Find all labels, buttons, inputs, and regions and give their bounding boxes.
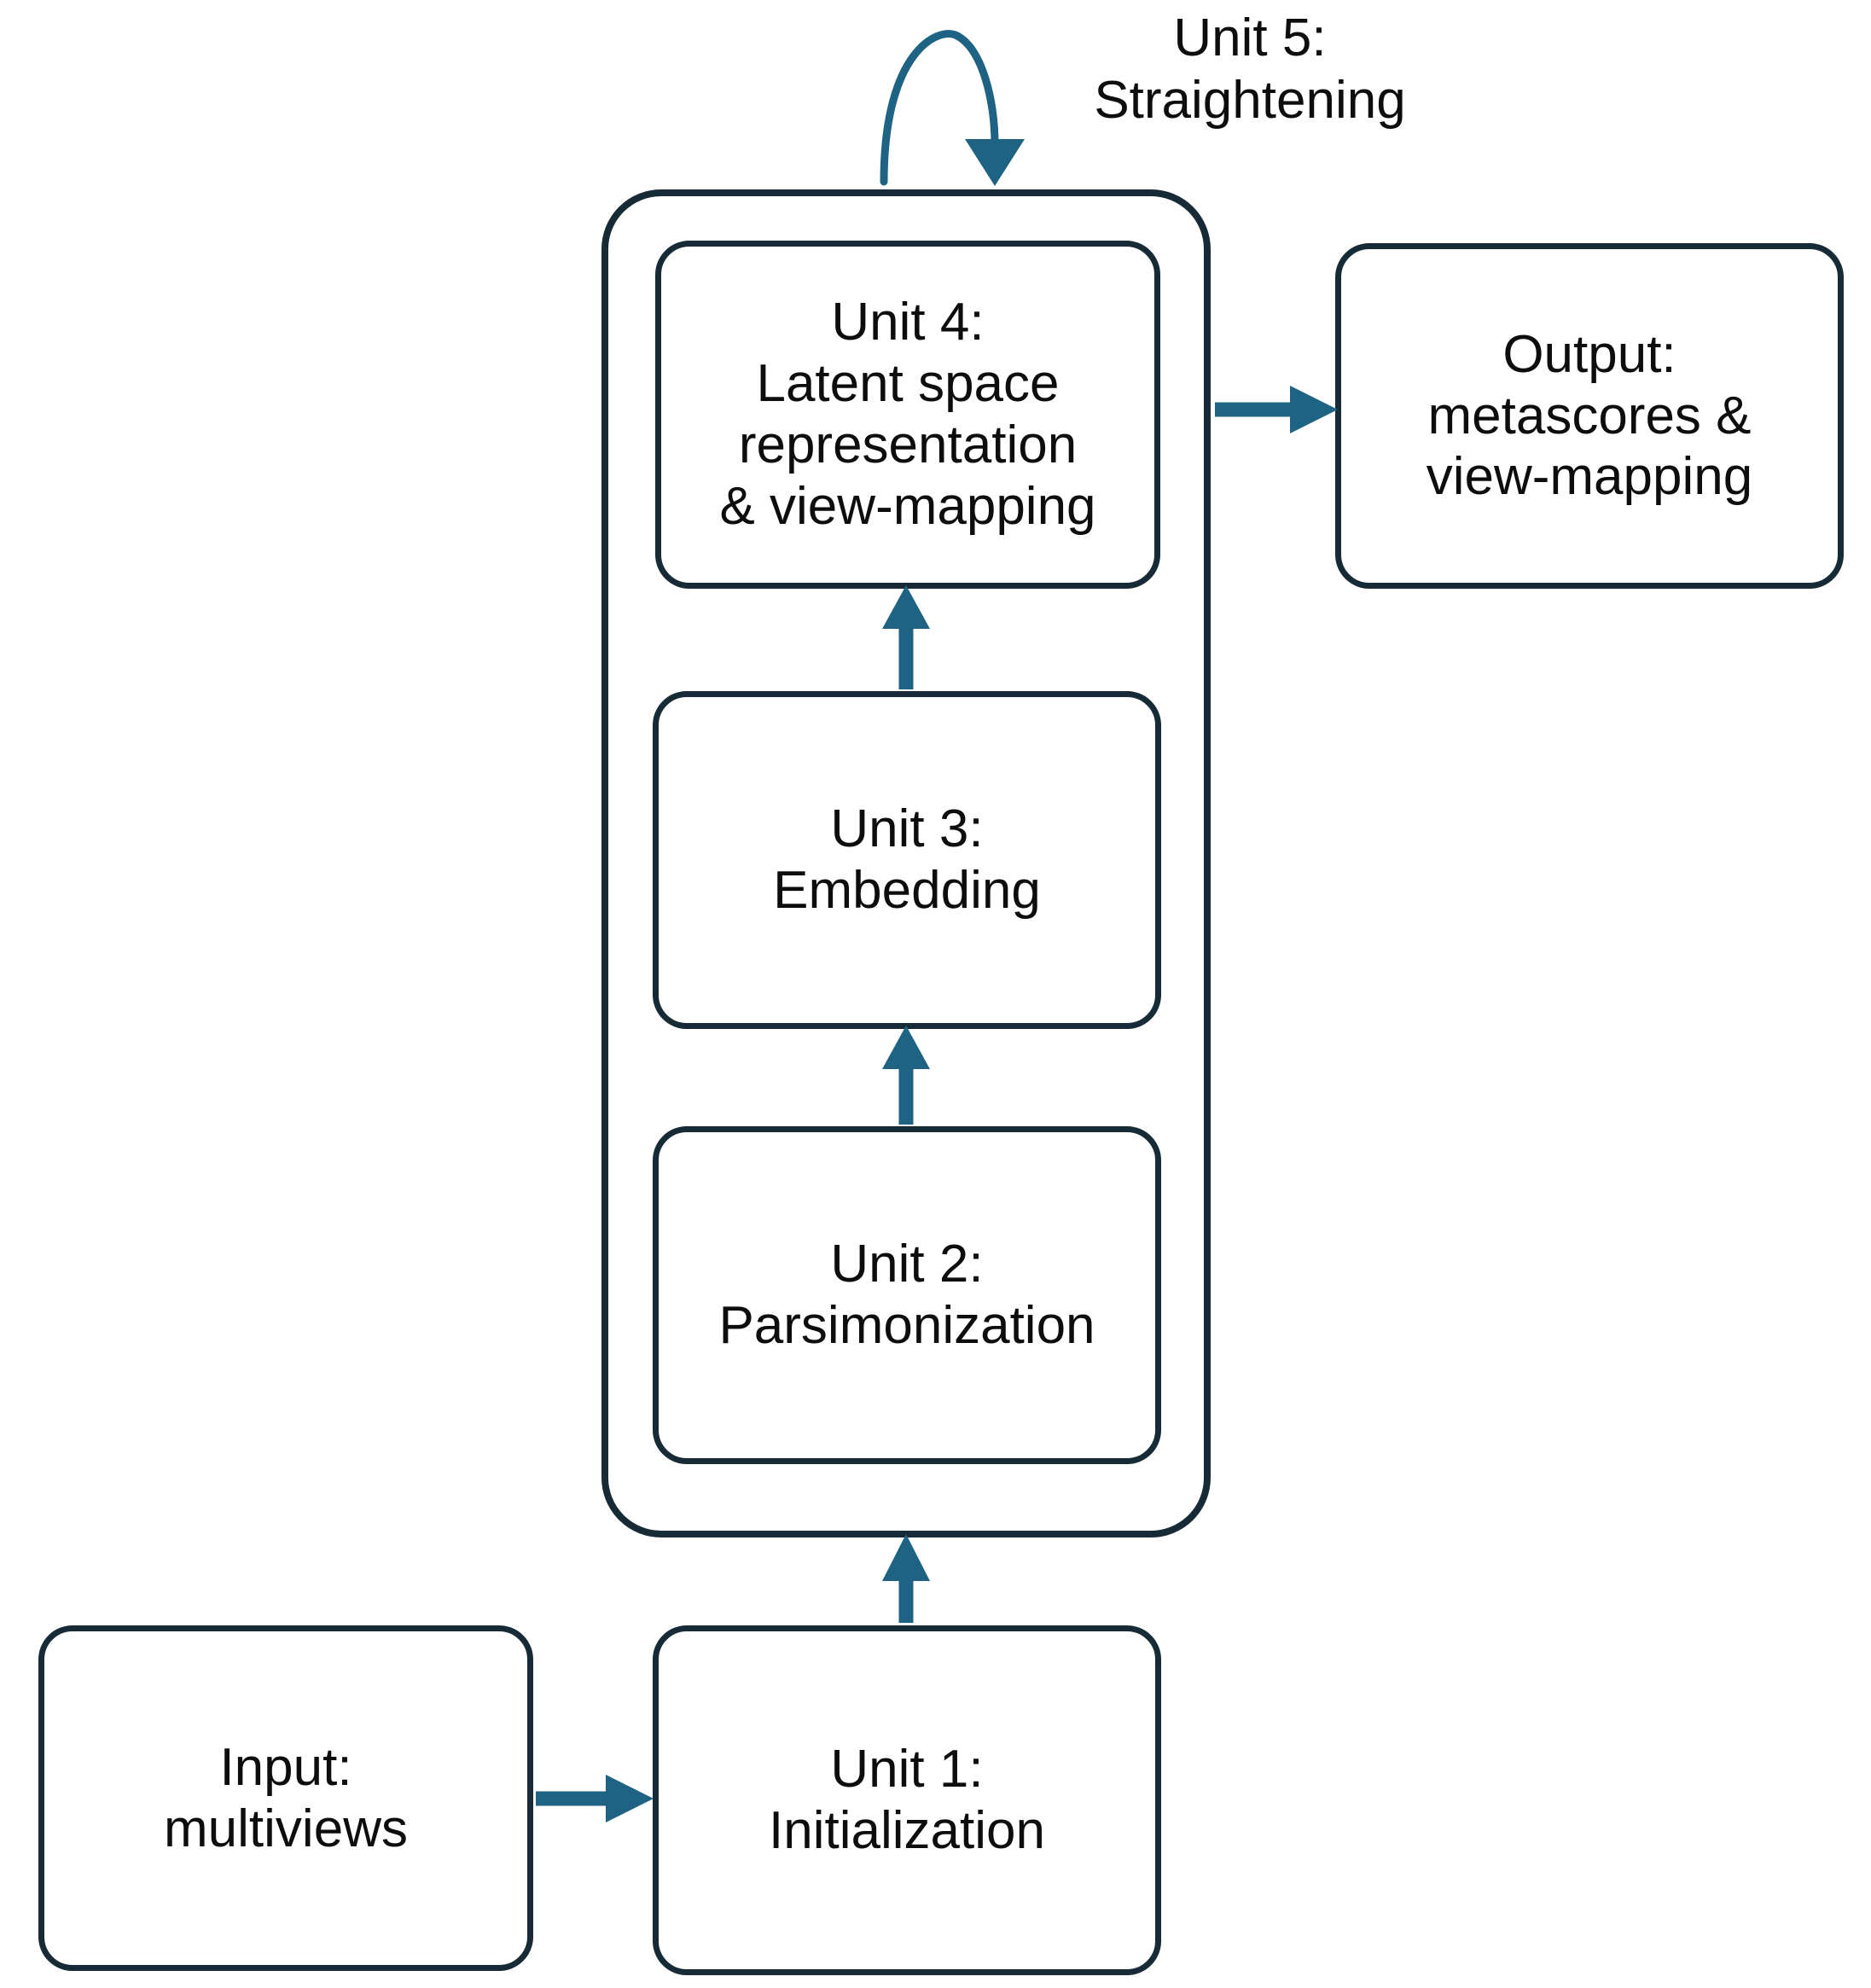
node-unit1[interactable]: Unit 1: Initialization	[653, 1625, 1161, 1975]
node-label-output: Output: metascores & view-mapping	[1426, 324, 1753, 507]
arrow-input-to-unit1	[536, 1775, 654, 1822]
node-output[interactable]: Output: metascores & view-mapping	[1335, 243, 1844, 589]
node-unit4[interactable]: Unit 4: Latent space representation & vi…	[655, 241, 1160, 589]
arrow-container-to-output	[1215, 386, 1338, 433]
node-label-unit2: Unit 2: Parsimonization	[718, 1235, 1095, 1355]
node-unit3[interactable]: Unit 3: Embedding	[653, 691, 1161, 1029]
node-label-unit5: Unit 5: Straightening	[1094, 9, 1406, 131]
node-input[interactable]: Input: multiviews	[38, 1625, 533, 1971]
node-label-unit4: Unit 4: Latent space representation & vi…	[719, 293, 1096, 536]
node-label-unit1: Unit 1: Initialization	[769, 1740, 1045, 1860]
node-label-input: Input: multiviews	[164, 1737, 408, 1858]
arrow-unit1-to-container	[882, 1534, 930, 1623]
node-label-unit3: Unit 3: Embedding	[773, 799, 1041, 920]
node-unit2[interactable]: Unit 2: Parsimonization	[653, 1126, 1161, 1464]
arrow-straightening-loop	[880, 30, 1025, 186]
